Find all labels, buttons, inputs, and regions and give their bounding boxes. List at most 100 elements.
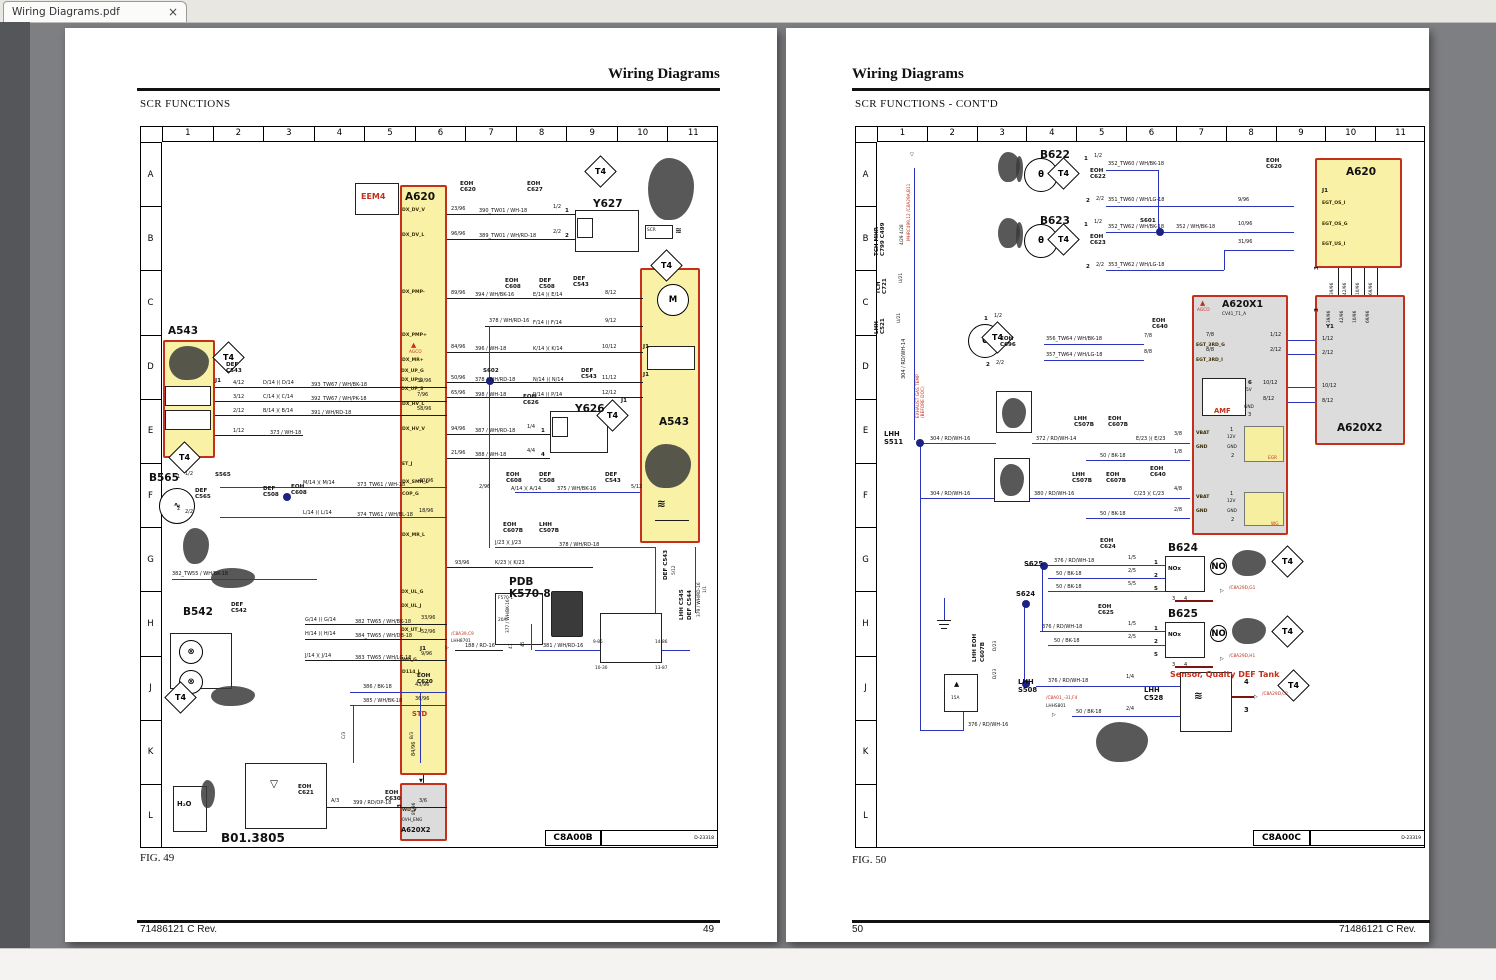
diagram-label: ▷	[1254, 694, 1258, 700]
diagram-label: ▷	[445, 645, 449, 651]
diagram-label: 393_TW67 / WH/BK-18	[311, 382, 368, 388]
machine-icon	[998, 152, 1020, 182]
component-box	[1165, 556, 1205, 592]
diagram-label: 3	[1314, 266, 1320, 270]
diagram-label: ▼	[419, 778, 423, 784]
component-box	[1202, 378, 1246, 416]
diagram-label: 1/4	[1126, 674, 1135, 680]
diagram-label: 4/12	[233, 380, 245, 386]
wire-segment	[1175, 600, 1213, 603]
collapsed-side-panel[interactable]	[0, 22, 30, 948]
component-circle-icon: ∿	[159, 488, 195, 524]
component-box	[600, 613, 662, 663]
diagram-label: B623	[1040, 215, 1070, 227]
diagram-label: 2/96	[479, 484, 491, 490]
diagram-label: EGT_OS_G	[1322, 222, 1348, 227]
machine-icon	[648, 158, 694, 220]
diagram-label: 2	[986, 362, 990, 368]
diagram-label: DEF C508	[263, 486, 279, 498]
diagram-label: 188 / RD-16	[465, 643, 495, 649]
wire-segment	[447, 352, 643, 354]
diagram-label: 12V	[1227, 499, 1236, 504]
diagram-label: EGT_US_I	[1322, 242, 1346, 247]
diagram-label: ▷	[1220, 656, 1224, 662]
diagram-label: TCH C721	[876, 278, 888, 294]
wire-segment	[420, 692, 422, 763]
section-title: SCR FUNCTIONS - CONT'D	[855, 98, 999, 110]
wire-segment	[447, 214, 575, 216]
wire-segment	[350, 705, 447, 707]
grid-row-label: J	[140, 655, 161, 720]
diagram-label: 50 / BK-18	[1054, 638, 1080, 644]
diagram-label: EOH C620	[460, 181, 476, 193]
component-box	[1315, 295, 1405, 445]
grid-row-label: L	[855, 783, 876, 848]
wire-segment	[920, 498, 994, 500]
diagram-label: EOH C626	[523, 394, 539, 406]
diagram-label: ▲	[411, 341, 417, 349]
component-box	[1244, 492, 1284, 526]
diagram-label: A620X2	[401, 826, 431, 834]
diagram-label: /C8A29D,C2	[1262, 692, 1288, 697]
grid-col-label: 6	[1126, 126, 1176, 141]
diagram-label: A/14 )( A/14	[511, 486, 542, 492]
diagram-label: GND	[1196, 509, 1208, 514]
diagram-label: 394 / WH/BK-16	[475, 292, 515, 298]
wire-segment	[215, 401, 447, 403]
grid-row-label: B	[140, 206, 161, 270]
diagram-label: 10/96	[1356, 282, 1361, 295]
diagram-label: C607B	[980, 641, 986, 662]
grid-row-label: H	[855, 591, 876, 655]
diagram-label: C/14 )( C/14	[263, 394, 294, 400]
diagram-label: 43/96	[415, 682, 430, 688]
grid-row-label: A	[855, 142, 876, 206]
diagram-label: A620	[405, 191, 436, 203]
wire-segment	[963, 712, 965, 730]
diagram-label: 304 / RD/WH-14	[901, 338, 907, 379]
grid-col-label: 5	[364, 126, 415, 141]
diagram-label: 8/12	[1263, 396, 1275, 402]
machine-icon	[211, 686, 255, 706]
document-tab[interactable]: Wiring Diagrams.pdf ×	[3, 1, 187, 22]
diagram-label: 42/96	[1343, 282, 1348, 295]
diagram-label: EOH C620	[417, 673, 433, 685]
diagram-label: SCR	[647, 228, 656, 233]
splice-dot-icon	[1022, 680, 1030, 688]
wire-segment	[695, 547, 697, 613]
diagram-label: 1	[1084, 222, 1088, 228]
diagram-label: EOH C624	[1100, 538, 1116, 550]
wire-segment	[1026, 565, 1165, 567]
diagram-label: 4/8	[1174, 486, 1183, 492]
wire-segment	[1048, 645, 1165, 647]
wire-segment	[1224, 250, 1226, 270]
machine-icon	[1096, 722, 1148, 762]
diagram-label: 378 / WH/RD-18	[475, 377, 516, 383]
diagram-label: DEF C544	[687, 589, 693, 620]
diagram-label: 4	[541, 452, 545, 458]
diagram-label: J1	[420, 646, 426, 652]
diagram-label: EOH C607B	[1106, 472, 1127, 484]
diagram-label: 3/6	[419, 798, 428, 804]
machine-icon	[201, 780, 215, 808]
diagram-label: /C8A39,C9	[451, 632, 474, 637]
diagram-label: AGCO	[409, 350, 422, 355]
page-right: Wiring Diagrams SCR FUNCTIONS - CONT'D 1…	[786, 28, 1430, 942]
wire-segment	[353, 705, 355, 763]
diagram-label: P/14 )( P/14	[533, 392, 563, 398]
diagram-label: LHH C507B	[1074, 416, 1095, 428]
diagram-label: EOH C608	[505, 278, 521, 290]
wire-segment	[172, 579, 317, 581]
tab-close-icon[interactable]: ×	[167, 5, 178, 19]
diagram-label: 372 / RD/WH-14	[1036, 436, 1077, 442]
diagram-label: ▷	[1052, 712, 1056, 718]
wire-segment	[1048, 578, 1165, 580]
grid-col-label: 6	[414, 126, 466, 141]
diagram-label: DEF C543	[573, 276, 589, 288]
grid-col-label: 7	[1175, 126, 1226, 141]
diagram-label: J1	[1322, 188, 1328, 194]
diagram-label: EOH C622	[1090, 168, 1106, 180]
diagram-label: AMF	[1214, 407, 1231, 415]
wire-segment	[305, 660, 447, 662]
diagram-label: LHHS801	[1046, 704, 1066, 709]
diagram-label: 50 / BK-18	[1100, 511, 1126, 517]
